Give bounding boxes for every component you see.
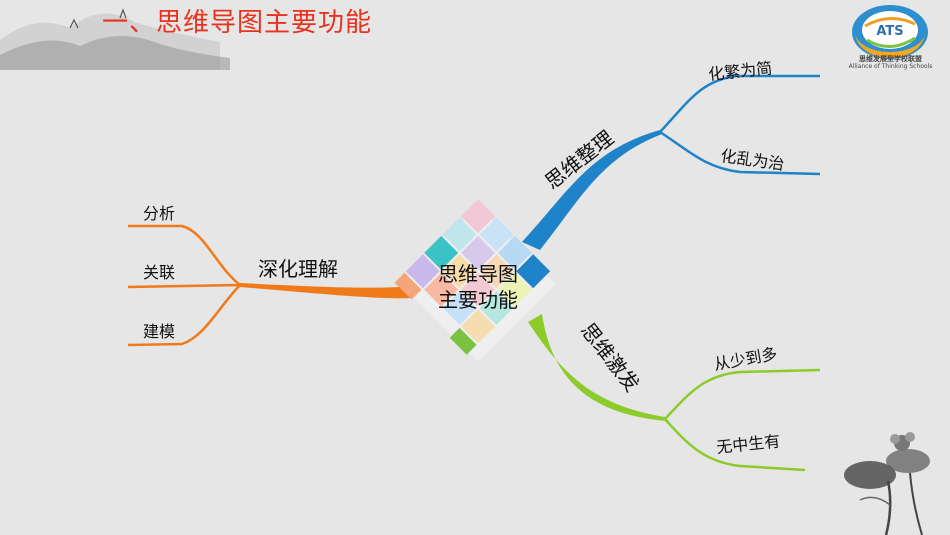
- leaf-line-more: [664, 368, 821, 420]
- lotus-ink-decoration: [844, 432, 930, 535]
- leaf-model: 建模: [143, 322, 175, 341]
- leaf-line-relate: [127, 283, 241, 289]
- logo-badge: ATS: [876, 24, 903, 39]
- branch-inspire-trunk: [528, 314, 666, 421]
- leaf-line-analyze: [128, 224, 241, 286]
- branch-inspire: 思维激发 从少到多 无中生有: [528, 314, 821, 472]
- branch-deepen-label: 深化理解: [258, 257, 338, 281]
- page-title: 一、思维导图主要功能: [102, 8, 373, 38]
- leaf-relate: 关联: [143, 263, 175, 282]
- leaf-create: 无中生有: [715, 431, 781, 457]
- logo-caption-en: Alliance of Thinking Schools: [848, 63, 933, 70]
- leaf-line-simplify: [659, 74, 820, 133]
- leaf-line-model: [127, 284, 241, 347]
- logo-caption-cn: 思维发展型学校联盟: [859, 55, 922, 63]
- center-node: [394, 199, 556, 362]
- branch-inspire-label: 思维激发: [576, 318, 644, 396]
- leaf-line-order: [659, 130, 821, 176]
- branch-organize-trunk: [522, 130, 662, 250]
- center-label-line1: 思维导图: [438, 262, 518, 286]
- leaf-analyze: 分析: [143, 204, 175, 223]
- branch-deepen: 深化理解 分析 关联 建模: [127, 204, 410, 347]
- leaf-more: 从少到多: [712, 344, 778, 374]
- leaf-simplify: 化繁为简: [707, 58, 773, 84]
- branch-deepen-trunk: [240, 283, 410, 299]
- ats-logo: ATS: [852, 5, 928, 59]
- branch-organize: 思维整理 化繁为简 化乱为治: [522, 58, 821, 250]
- leaf-line-create: [664, 418, 806, 472]
- ink-landscape-decoration: [0, 8, 230, 70]
- center-label-line2: 主要功能: [438, 288, 518, 312]
- logo-caption: 思维发展型学校联盟 Alliance of Thinking Schools: [838, 55, 943, 71]
